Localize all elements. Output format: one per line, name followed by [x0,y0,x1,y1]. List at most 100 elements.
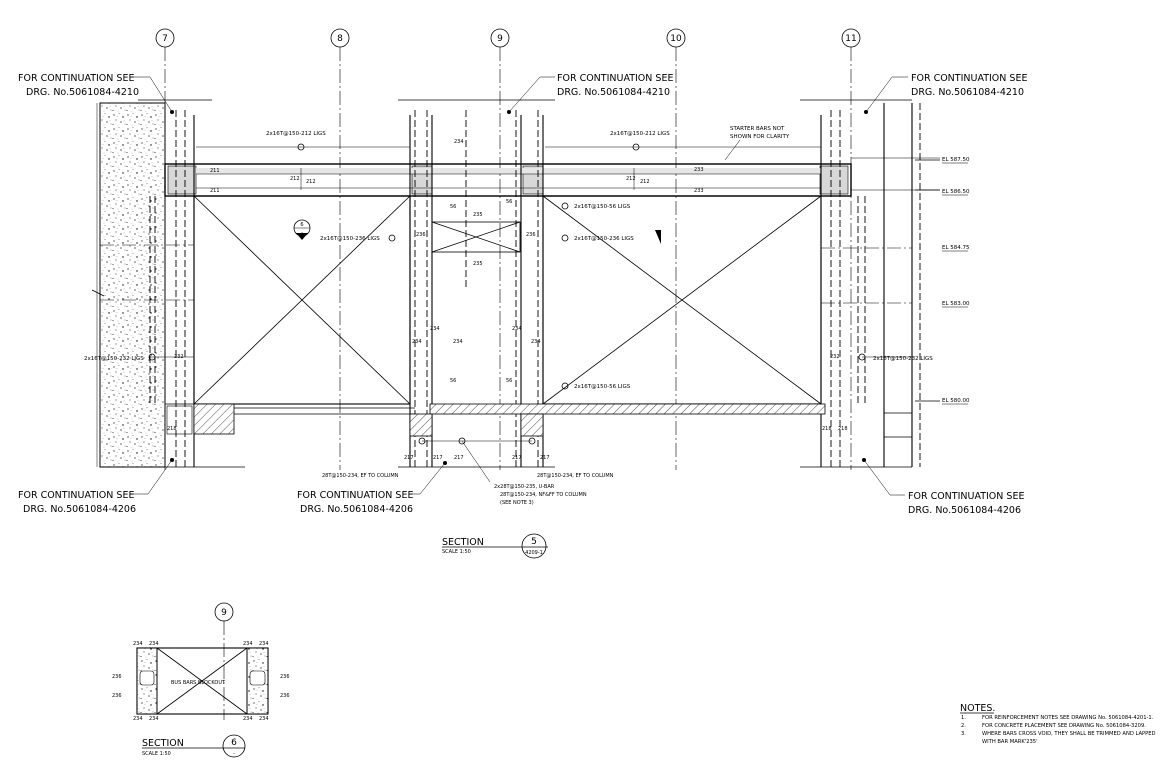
level-580: EL 580.00 [942,398,970,404]
ubar-note-1: 2x28T@150-235, U-BAR [494,484,555,490]
cont-bot-right-1: FOR CONTINUATION SEE [908,491,1024,502]
cont-bot-left-2: DRG. No.5061084-4206 [23,504,136,515]
bar-mark-235a: 235 [473,212,483,218]
cont-top-left-2: DRG. No.5061084-4210 [26,87,139,98]
section-6-plan: 9 BUS BARS BLOCKOUT 234 234 234 234 234 … [112,602,290,722]
note-2-text: FOR CONCRETE PLACEMENT SEE DRAWING No. 5… [982,723,1146,729]
rebar-ligs-top-left: 2x16T@150-212 LIGS [266,131,326,137]
s6-234f: 234 [149,716,159,722]
rebar-ligs-236-right: 2x16T@150-236 LIGS [574,236,634,242]
cont-bot-mid-2: DRG. No.5061084-4206 [300,504,413,515]
section-5-ref: 4209-1 [525,550,543,556]
bar-mark-217c: 217 [454,455,464,461]
bar-mark-235b: 235 [473,261,483,267]
cont-top-mid-1: FOR CONTINUATION SEE [557,73,673,84]
grid-line-8: 8 [330,28,350,470]
section-5-scale: SCALE 1:50 [442,549,471,555]
bar-mark-56b: 56 [506,199,512,205]
section-5-num: 5 [531,537,537,547]
top-beam [164,163,852,197]
section-6-scale: SCALE 1:50 [142,751,171,757]
bar-mark-234e: 234 [531,339,541,345]
notes-heading: NOTES. [960,703,995,714]
section-6-title: SECTION SCALE 1:50 6 - [142,734,246,758]
slab-left [193,403,235,435]
grid-line-11: 11 [841,28,861,470]
section-5-title: SECTION SCALE 1:50 5 4209-1 [442,533,548,559]
continuation-top-mid: FOR CONTINUATION SEE DRG. No.5061084-421… [507,73,673,114]
s6-234d: 234 [259,641,269,647]
bar-mark-212b: 212 [306,179,316,185]
bar-mark-56a: 56 [450,204,456,210]
section-6-ref: - [233,751,235,757]
starter-note-2: SHOWN FOR CLARITY [730,134,790,140]
bar-mark-218c: 218 [838,426,848,432]
continuation-bot-left: FOR CONTINUATION SEE DRG. No.5061084-420… [18,458,174,515]
col-ligs-234-left: 28T@150-234, EF TO COLUMN [322,473,399,479]
cont-top-left-1: FOR CONTINUATION SEE [18,73,134,84]
col-ligs-234-right: 28T@150-234, EF TO COLUMN [537,473,614,479]
rebar-ligs-56-top: 2x16T@150-56 LIGS [574,204,631,210]
s6-234b: 234 [149,641,159,647]
left-wall-concrete [99,102,166,468]
level-583: EL 583.00 [942,301,970,307]
grid-label-9: 9 [497,34,503,44]
bar-mark-218b: 218 [822,426,832,432]
grid-label-8: 8 [337,34,343,44]
grid-line-9: 9 [490,28,510,470]
s6-234c: 234 [243,641,253,647]
s6-234g: 234 [243,716,253,722]
level-586: EL 586.50 [942,189,970,195]
bar-mark-236b: 236 [526,232,536,238]
bar-mark-232b: 232 [830,354,840,360]
bar-mark-217b: 217 [433,455,443,461]
grid-label-10: 10 [670,34,682,44]
section-5-label: SECTION [442,537,484,548]
rebar-ligs-236-left: 2x16T@150-236 LIGS [320,236,380,242]
s6-234h: 234 [259,716,269,722]
bar-mark-217e: 217 [540,455,550,461]
note-1-text: FOR REINFORCEMENT NOTES SEE DRAWING No. … [982,715,1154,721]
level-587: EL 587.50 [942,157,970,163]
s6-236d: 236 [280,693,290,699]
notes-block: NOTES. 1. FOR REINFORCEMENT NOTES SEE DR… [960,703,1156,745]
bar-mark-217d: 217 [512,455,522,461]
slab-right [429,403,826,415]
rebar-ligs-56-bot: 2x16T@150-56 LIGS [574,384,631,390]
cont-top-right-2: DRG. No.5061084-4210 [911,87,1024,98]
bar-mark-234c: 234 [412,339,422,345]
cont-top-right-1: FOR CONTINUATION SEE [911,73,1027,84]
bar-mark-212c: 212 [626,176,636,182]
grid-label-11: 11 [845,34,856,44]
bar-mark-234b: 234 [512,326,522,332]
continuation-top-left: FOR CONTINUATION SEE DRG. No.5061084-421… [18,73,174,114]
grid-label-7: 7 [162,34,168,44]
bar-mark-211a: 211 [210,168,220,174]
section-6-label: SECTION [142,738,184,749]
bar-mark-212a: 212 [290,176,300,182]
bar-mark-236a: 236 [416,232,426,238]
rebar-ligs-top-right: 2x16T@150-212 LIGS [610,131,670,137]
section-6-marker-num: 6 [300,222,303,228]
cont-bot-left-1: FOR CONTINUATION SEE [18,490,134,501]
continuation-bot-right: FOR CONTINUATION SEE DRG. No.5061084-420… [862,458,1024,516]
rebar-ligs-232-right: 2x16T@150-232 LIGS [873,356,933,362]
bar-mark-211b: 211 [210,188,220,194]
section-6-num: 6 [231,738,237,748]
bar-mark-233a: 233 [694,167,704,173]
cont-bot-mid-1: FOR CONTINUATION SEE [297,490,413,501]
level-584: EL 584.75 [942,245,970,251]
s6-234a: 234 [133,641,143,647]
bar-mark-234d: 234 [453,339,463,345]
ubar-note-2: 28T@150-234, NF&FF TO COLUMN [500,492,587,498]
bar-mark-233b: 233 [694,188,704,194]
rebar-ligs-232-left: 2x16T@150-232 LIGS [84,356,144,362]
continuation-top-right: FOR CONTINUATION SEE DRG. No.5061084-421… [864,73,1027,114]
s6-234e: 234 [133,716,143,722]
note-3-num: 3. [961,731,966,737]
bar-mark-217a: 217 [404,455,414,461]
note-3-cont: WITH BAR MARK'235' [982,739,1038,745]
bar-mark-218a: 218 [167,426,177,432]
bar-mark-234-top: 234 [454,139,464,145]
